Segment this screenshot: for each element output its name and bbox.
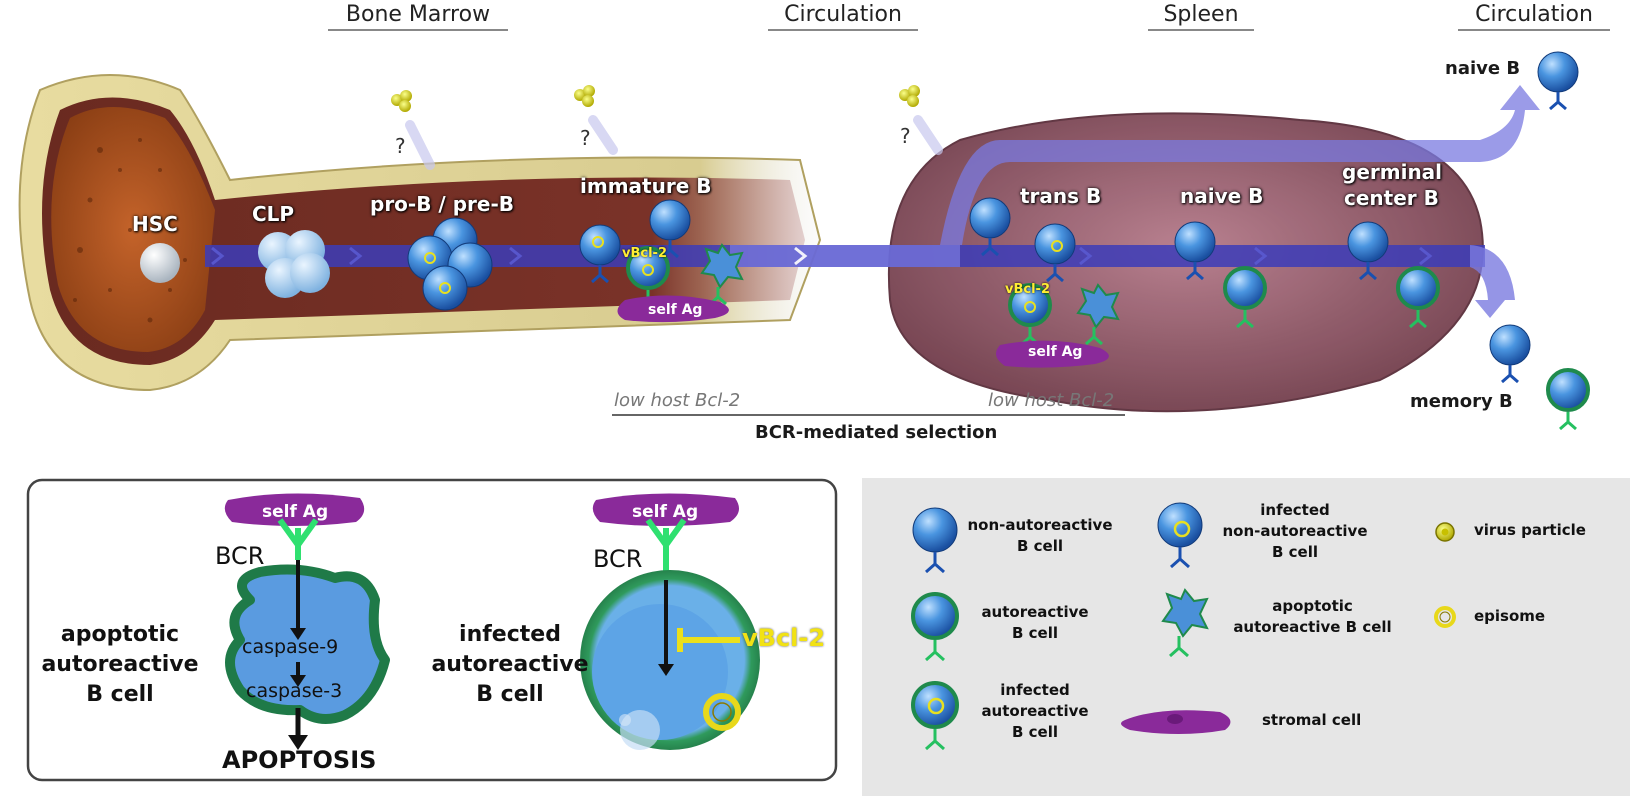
header-bone-marrow: Bone Marrow [345, 2, 491, 27]
title-line: B cell [476, 682, 544, 707]
stage-label-germinal: germinal [1342, 160, 1443, 184]
clp-cells [258, 230, 330, 298]
legend-icons [911, 502, 1456, 751]
stage-label-pro-pre-b: pro-B / pre-B [370, 192, 514, 216]
bcr-label-left: BCR [215, 542, 265, 570]
flow-arrows [205, 85, 1540, 318]
virus-particles-top [391, 85, 943, 170]
bcr-label-right: BCR [593, 545, 643, 573]
caspase9-label: caspase-9 [242, 636, 339, 658]
stage-label-naive-b-circulation: naive B [1445, 58, 1521, 79]
legend-line: B cell [1016, 537, 1063, 555]
apoptotic-autoreactive-title: apoptotic autoreactive B cell [40, 620, 200, 710]
hsc-cell [140, 243, 180, 283]
legend-line: non-autoreactive [1222, 522, 1368, 540]
legend-infected-non-autoreactive: infected non-autoreactive B cell [1220, 500, 1370, 563]
legend-line: autoreactive [981, 702, 1089, 720]
title-line: autoreactive [431, 652, 589, 677]
legend-line: apoptotic [1272, 597, 1353, 615]
legend-stromal-cell: stromal cell [1262, 711, 1362, 729]
header-circulation-2: Circulation [1475, 2, 1593, 27]
legend-episome: episome [1474, 607, 1546, 625]
stage-label-immature-b: immature B [580, 174, 712, 198]
stage-label-trans-b: trans B [1020, 184, 1102, 208]
vbcl2-label-bone: vBcl-2 [622, 246, 667, 261]
legend-non-autoreactive: non-autoreactive B cell [965, 515, 1115, 557]
low-host-bcl2-left: low host Bcl-2 [614, 390, 741, 411]
stage-label-clp: CLP [252, 202, 295, 226]
question-mark: ? [395, 134, 406, 158]
question-mark: ? [580, 126, 591, 150]
legend-line: B cell [1271, 543, 1318, 561]
panel-self-ag-right: self Ag [632, 502, 699, 522]
legend-line: autoreactive B cell [1233, 618, 1392, 636]
apoptosis-label: APOPTOSIS [222, 746, 377, 774]
spleen-cells [969, 197, 1440, 368]
bcr-mediated-selection: BCR-mediated selection [755, 422, 998, 443]
infected-autoreactive-title: infected autoreactive B cell [425, 620, 595, 710]
legend-line: autoreactive [981, 603, 1089, 621]
header-circulation-1: Circulation [784, 2, 902, 27]
stage-label-hsc: HSC [132, 212, 178, 236]
legend-line: infected [1260, 501, 1330, 519]
caspase3-label: caspase-3 [246, 680, 343, 702]
stage-label-center-b: center B [1344, 186, 1439, 210]
legend-autoreactive: autoreactive B cell [975, 602, 1095, 644]
title-line: infected [459, 622, 561, 647]
stage-label-memory-b: memory B [1410, 391, 1513, 412]
circulation-cells [1489, 51, 1590, 431]
legend-infected-autoreactive: infected autoreactive B cell [975, 680, 1095, 743]
title-line: apoptotic [60, 622, 180, 647]
stage-label-naive-b-spleen: naive B [1180, 184, 1264, 208]
immature-b-cells [579, 199, 744, 323]
panel-self-ag-left: self Ag [262, 502, 329, 522]
legend-line: non-autoreactive [967, 516, 1113, 534]
self-ag-label-spleen: self Ag [1028, 344, 1083, 360]
header-spleen: Spleen [1163, 2, 1239, 27]
legend-panel [862, 478, 1630, 796]
legend-line: B cell [1011, 624, 1058, 642]
legend-virus-particle: virus particle [1474, 521, 1586, 539]
vbcl2-label-panel: vBcl-2 [742, 624, 826, 652]
legend-line: infected [1000, 681, 1070, 699]
legend-line: B cell [1011, 723, 1058, 741]
pro-pre-b-cells [407, 217, 493, 311]
title-line: autoreactive [41, 652, 199, 677]
title-line: B cell [86, 682, 154, 707]
self-ag-label-bone: self Ag [648, 302, 703, 318]
vbcl2-label-spleen: vBcl-2 [1005, 282, 1050, 297]
legend-apoptotic-autoreactive: apoptotic autoreactive B cell [1225, 596, 1400, 638]
question-mark: ? [900, 124, 911, 148]
low-host-bcl2-right: low host Bcl-2 [988, 390, 1115, 411]
